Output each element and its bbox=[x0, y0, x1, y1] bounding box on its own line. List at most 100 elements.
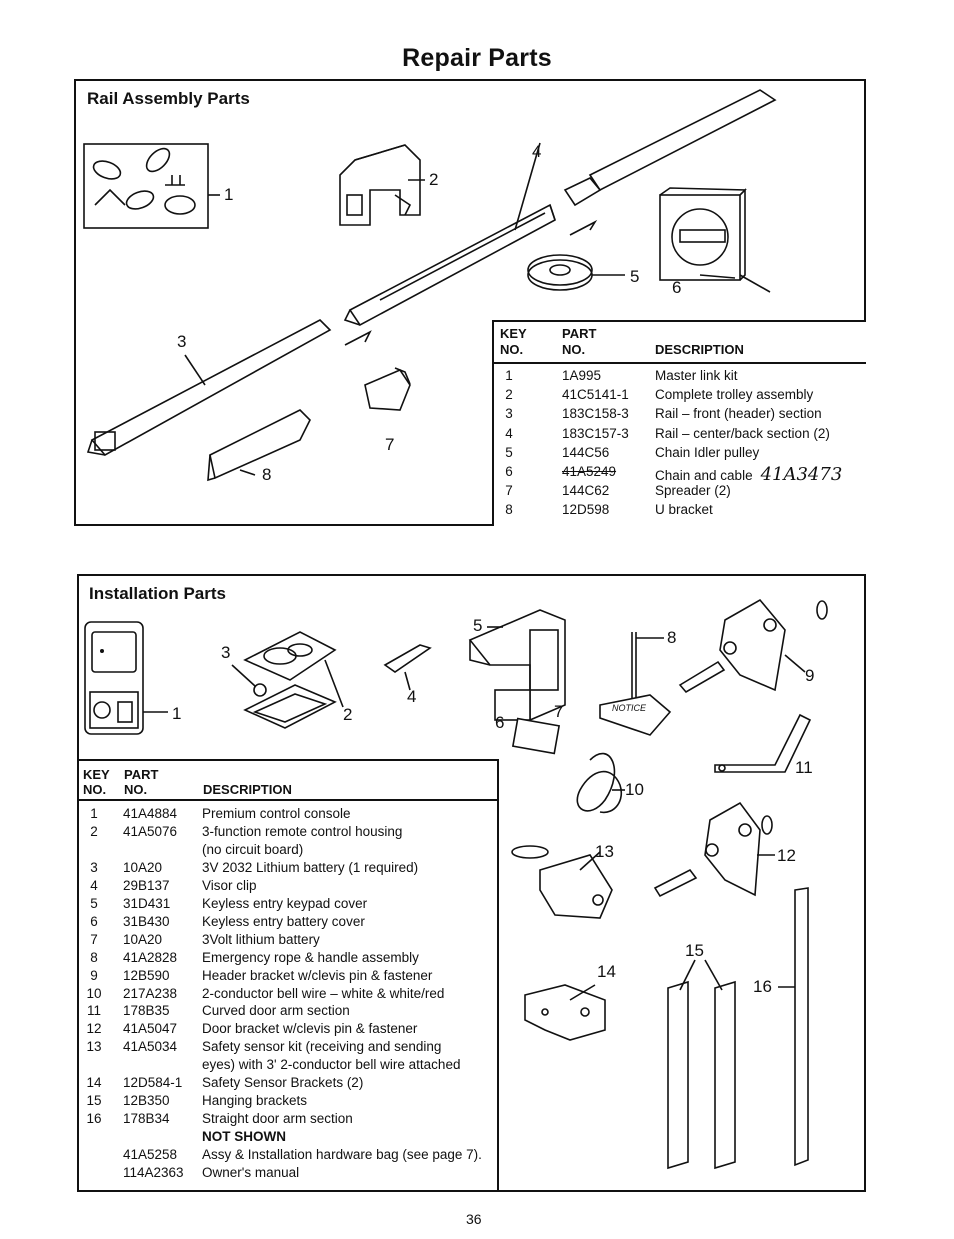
install-callout-9: 9 bbox=[805, 666, 815, 685]
row-key: 5 bbox=[90, 895, 98, 911]
col-header-key: KEY bbox=[83, 767, 110, 782]
row-part-number: 183C158-3 bbox=[562, 406, 629, 422]
row-part-number: 41A5076 bbox=[123, 823, 178, 839]
row-part-number: 10A20 bbox=[123, 931, 163, 947]
row-key: 6 bbox=[90, 913, 98, 929]
row-key: 13 bbox=[86, 1039, 102, 1055]
table-row: 3 183C158-3 Rail – front (header) section bbox=[494, 406, 864, 424]
col-header-part: PART bbox=[562, 326, 597, 341]
safety-sensor-drawing bbox=[511, 845, 613, 919]
row-description: Owner's manual bbox=[202, 1165, 300, 1180]
keypad-drawing bbox=[468, 609, 566, 755]
install-callout-13: 13 bbox=[595, 842, 614, 861]
header-bracket-drawing bbox=[678, 598, 828, 694]
trolley-drawing bbox=[339, 144, 425, 226]
row-description: Complete trolley assembly bbox=[655, 387, 814, 403]
installation-title: Installation Parts bbox=[89, 584, 226, 603]
row-key: 4 bbox=[505, 425, 513, 441]
table-row: 13 41A5034 Safety sensor kit (receiving an… bbox=[79, 1039, 497, 1056]
row-part-number: 41A5047 bbox=[123, 1021, 178, 1037]
row-key: 3 bbox=[505, 406, 513, 422]
installation-panel bbox=[77, 574, 866, 1192]
install-callout-14: 14 bbox=[597, 962, 616, 981]
install-table-header: KEY NO. PART NO. DESCRIPTION bbox=[79, 761, 497, 801]
install-callout-2: 2 bbox=[343, 705, 353, 724]
emergency-rope-drawing bbox=[599, 632, 672, 736]
col-header-key: KEY bbox=[500, 326, 527, 341]
page-title: Repair Parts bbox=[402, 44, 552, 72]
row-part-number: 41A5034 bbox=[123, 1039, 178, 1055]
row-description: Header bracket w/clevis pin & fastener bbox=[202, 967, 433, 983]
callout-4: 4 bbox=[532, 142, 542, 161]
row-key: 1 bbox=[505, 368, 513, 383]
rail-illustrations bbox=[83, 89, 777, 482]
row-description: Premium control console bbox=[202, 806, 351, 821]
table-row: 114A2363 Owner's manual bbox=[79, 1165, 497, 1182]
install-callout-5: 5 bbox=[473, 616, 483, 635]
install-callout-6: 6 bbox=[495, 713, 505, 732]
row-part-number: 114A2363 bbox=[123, 1165, 184, 1180]
row-part-number: 41A5249 bbox=[562, 464, 617, 479]
row-part-number: 217A238 bbox=[123, 985, 178, 1001]
install-callout-12: 12 bbox=[777, 846, 796, 865]
callout-1: 1 bbox=[224, 185, 234, 204]
install-callout-16: 16 bbox=[753, 977, 772, 996]
row-part-number: 12D584-1 bbox=[123, 1075, 183, 1091]
row-description: Chain and cable bbox=[655, 468, 753, 483]
install-callout-1: 1 bbox=[172, 704, 182, 723]
master-link-kit-drawing bbox=[83, 143, 220, 229]
row-key: 8 bbox=[90, 949, 98, 965]
row-description: NOT SHOWN bbox=[202, 1129, 286, 1145]
u-bracket-drawing bbox=[207, 409, 311, 482]
control-console-drawing bbox=[84, 621, 168, 735]
row-description: Door bracket w/clevis pin & fastener bbox=[202, 1021, 418, 1037]
rail-assembly-panel bbox=[74, 79, 866, 526]
install-callout-8: 8 bbox=[667, 628, 677, 647]
row-key: 10 bbox=[86, 985, 102, 1001]
curved-arm-drawing bbox=[714, 713, 812, 773]
row-key: 2 bbox=[505, 387, 513, 403]
table-row: 10 217A238 2-conductor bell wire – white &… bbox=[79, 986, 497, 1003]
row-description: 2-conductor bell wire – white & white/re… bbox=[202, 985, 445, 1001]
row-part-number: 144C56 bbox=[562, 444, 610, 460]
row-description: Assy & Installation hardware bag (see pa… bbox=[202, 1147, 482, 1163]
row-key: 6 bbox=[505, 464, 513, 479]
col-header-description: DESCRIPTION bbox=[203, 782, 292, 797]
chain-cable-drawing bbox=[659, 187, 771, 293]
row-description: Hanging brackets bbox=[202, 1093, 308, 1109]
bell-wire-drawing bbox=[576, 752, 625, 814]
page-number: 36 bbox=[466, 1211, 482, 1227]
rail-assembly-title: Rail Assembly Parts bbox=[87, 89, 250, 108]
row-description: Safety sensor kit (receiving and sending bbox=[202, 1039, 442, 1055]
row-description: Curved door arm section bbox=[202, 1003, 350, 1019]
col-header-part: PART bbox=[124, 767, 159, 782]
install-callout-10: 10 bbox=[625, 780, 644, 799]
rail-front-drawing bbox=[86, 319, 372, 457]
row-description: 3Volt lithium battery bbox=[202, 931, 320, 947]
rail-table-header: KEY NO. PART NO. DESCRIPTION bbox=[494, 322, 866, 364]
rail-center-drawing bbox=[343, 89, 777, 327]
row-part-number: 31B430 bbox=[123, 913, 170, 929]
row-part-number: 12D598 bbox=[562, 502, 610, 518]
row-key: 5 bbox=[505, 444, 513, 460]
row-part-number: 41A4884 bbox=[123, 806, 178, 821]
row-description: Rail – front (header) section bbox=[655, 406, 822, 422]
notice-tag: NOTICE bbox=[612, 703, 647, 713]
row-description: Straight door arm section bbox=[202, 1111, 353, 1127]
row-key: 4 bbox=[90, 877, 98, 893]
callout-8: 8 bbox=[262, 465, 272, 484]
